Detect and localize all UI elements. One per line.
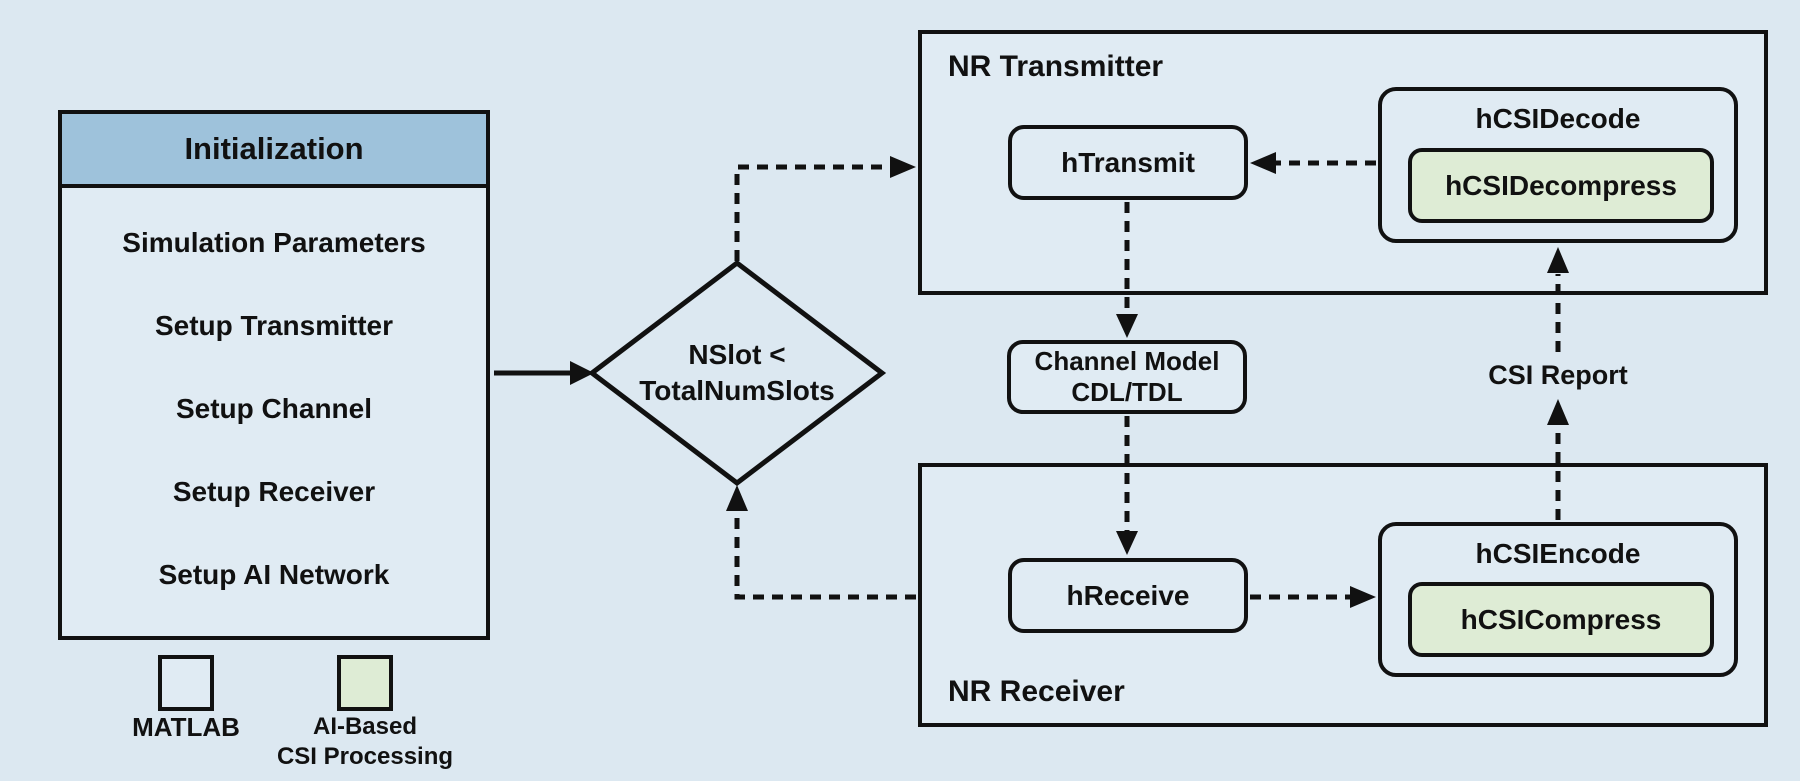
nr-transmitter-title: NR Transmitter	[948, 50, 1164, 83]
hcsiencode-box: hCSIEncode hCSICompress	[1378, 522, 1738, 677]
initialization-box: Initialization Simulation Parameters Set…	[58, 110, 490, 640]
legend-matlab-label: MATLAB	[132, 712, 240, 742]
initialization-header: Initialization	[62, 114, 486, 188]
htransmit-label: hTransmit	[1061, 146, 1195, 178]
hcsiencode-title: hCSIEncode	[1475, 538, 1641, 569]
hreceive-box: hReceive	[1008, 558, 1248, 633]
init-item-setup-transmitter: Setup Transmitter	[154, 310, 394, 342]
channel-model-box: Channel Model CDL/TDL	[1007, 340, 1247, 414]
init-item-simulation-parameters: Simulation Parameters	[122, 227, 426, 259]
legend-ai-swatch	[337, 655, 393, 711]
legend-ai-label: AI-Based CSI Processing	[255, 712, 475, 772]
initialization-body: Simulation Parameters Setup Transmitter …	[62, 188, 486, 636]
hcsicompress-label: hCSICompress	[1460, 603, 1662, 635]
htransmit-box: hTransmit	[1008, 125, 1248, 200]
hcsidecompress-label: hCSIDecompress	[1445, 169, 1677, 201]
hcsidecode-title: hCSIDecode	[1475, 103, 1641, 134]
init-item-setup-channel: Setup Channel	[175, 392, 372, 424]
hreceive-label: hReceive	[1066, 579, 1190, 611]
nr-receiver-title: NR Receiver	[948, 675, 1125, 708]
hcsicompress-box: hCSICompress	[1408, 582, 1714, 657]
legend-ai-label-line2: CSI Processing	[276, 743, 454, 770]
legend-ai-label-line1: AI-Based	[312, 713, 418, 740]
channel-model-line2: CDL/TDL	[1071, 377, 1183, 407]
csi-report-label: CSI Report	[1488, 360, 1628, 390]
decision-label-line2: TotalNumSlots	[639, 375, 835, 406]
init-item-setup-receiver: Setup Receiver	[172, 475, 376, 507]
decision-label-line1: NSlot <	[688, 339, 786, 370]
hcsidecompress-box: hCSIDecompress	[1408, 148, 1714, 223]
init-item-setup-ai-network: Setup AI Network	[158, 558, 390, 590]
legend-matlab-swatch	[158, 655, 214, 711]
channel-model-line1: Channel Model	[1034, 346, 1220, 376]
hcsidecode-box: hCSIDecode hCSIDecompress	[1378, 87, 1738, 243]
decision-label: NSlot < TotalNumSlots	[617, 337, 857, 409]
